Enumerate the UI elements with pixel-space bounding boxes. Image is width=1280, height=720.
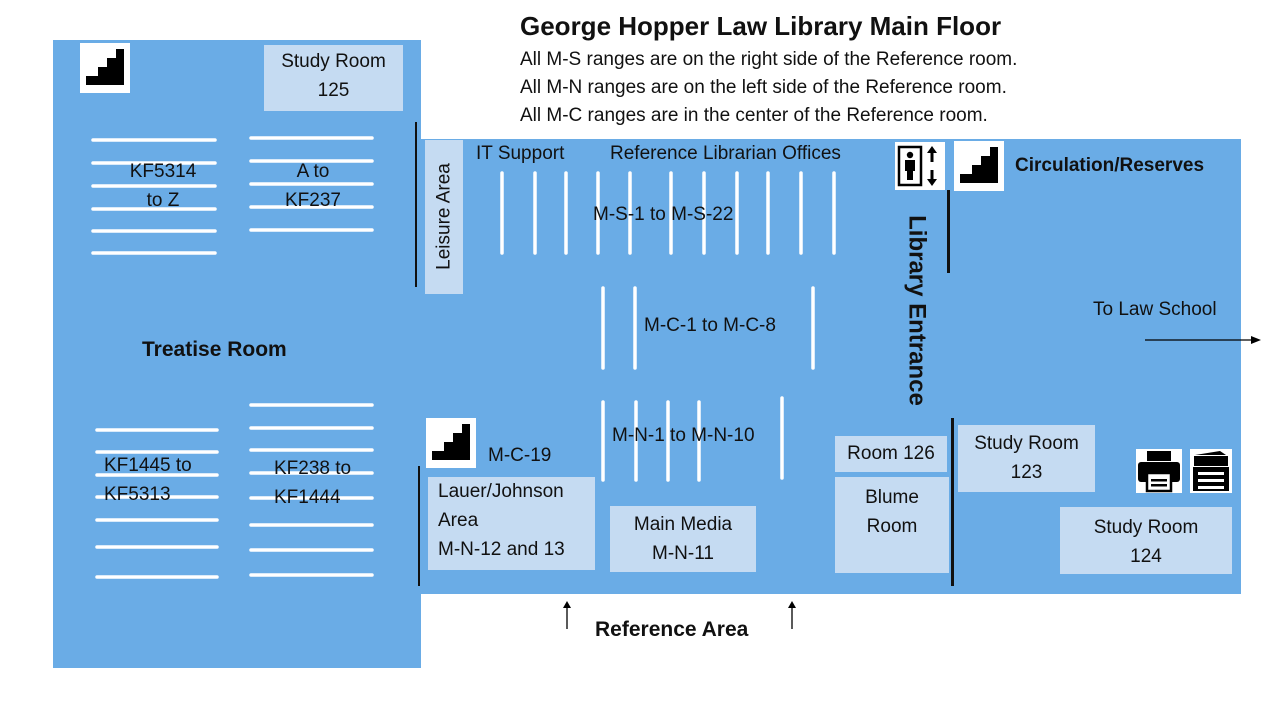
stairs-icon (954, 141, 1004, 191)
mc19-label: M-C-19 (488, 445, 552, 466)
range-kf5314-z: KF5314 to Z (129, 161, 197, 211)
arrow-right-icon (1145, 336, 1261, 344)
copier-icon (1190, 449, 1232, 493)
note-mn: All M-N ranges are on the left side of t… (520, 77, 1007, 98)
arrow-up-icon (563, 601, 571, 629)
wall-lower-left (418, 466, 420, 586)
study-room-123: Study Room 123 (958, 425, 1095, 492)
circulation-reserves-label: Circulation/Reserves (1015, 155, 1205, 176)
main-media: Main Media M-N-11 (610, 506, 756, 572)
wall-leisure (415, 122, 417, 287)
mn-ranges-label: M-N-1 to M-N-10 (612, 425, 755, 446)
elevator-icon (895, 142, 945, 190)
blume-room: Blume Room (835, 477, 949, 573)
stairs-icon (426, 418, 476, 468)
room-126: Room 126 (835, 436, 947, 472)
map-title: George Hopper Law Library Main Floor (520, 11, 1002, 41)
lauer-johnson-area: Lauer/Johnson Area M-N-12 and 13 (428, 477, 595, 570)
librarian-offices-label: Reference Librarian Offices (610, 143, 841, 164)
library-entrance-label: Library Entrance (903, 215, 931, 406)
range-a-kf237: A to KF237 (285, 161, 341, 211)
range-kf238-kf1444: KF238 to KF1444 (274, 458, 352, 508)
stairs-icon (80, 43, 130, 93)
study-room-125: Study Room 125 (264, 45, 403, 111)
reference-area-label: Reference Area (595, 618, 749, 641)
treatise-room-floor (53, 40, 421, 668)
treatise-room-label: Treatise Room (142, 338, 287, 361)
ms-ranges-label: M-S-1 to M-S-22 (593, 204, 734, 225)
wall-circulation (947, 190, 950, 273)
study-room-124: Study Room 124 (1060, 507, 1232, 574)
note-ms: All M-S ranges are on the right side of … (520, 49, 1018, 70)
to-law-school-label: To Law School (1093, 299, 1217, 320)
wall-blume (951, 418, 954, 586)
printer-icon (1136, 449, 1182, 493)
leisure-area-label: Leisure Area (433, 163, 455, 270)
leisure-area: Leisure Area (425, 140, 463, 294)
arrow-up-icon (788, 601, 796, 629)
it-support-label: IT Support (476, 143, 565, 164)
note-mc: All M-C ranges are in the center of the … (520, 105, 988, 126)
mc-ranges-label: M-C-1 to M-C-8 (644, 315, 776, 336)
range-kf1445-kf5313: KF1445 to KF5313 (104, 455, 192, 505)
